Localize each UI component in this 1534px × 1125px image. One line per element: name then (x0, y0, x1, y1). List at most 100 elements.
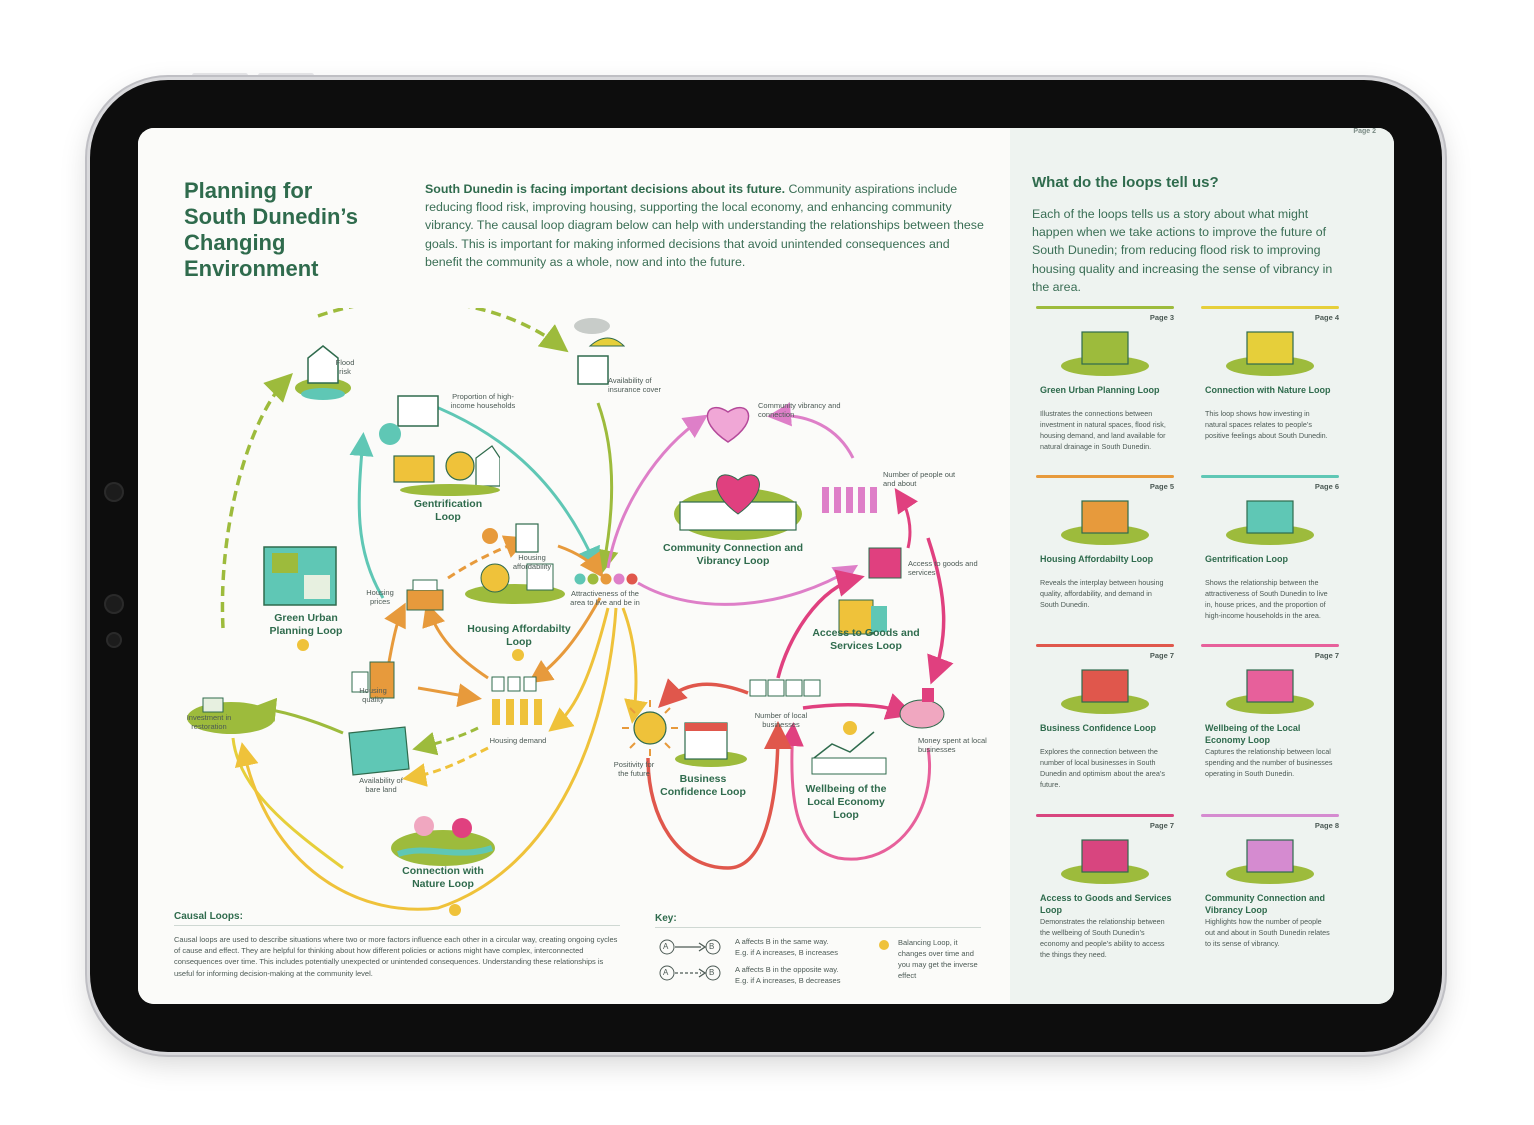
loop-card[interactable]: Page 7 Business Confidence Loop Explores… (1036, 644, 1174, 804)
card-color-bar (1201, 644, 1339, 647)
card-page: Page 7 (1149, 821, 1174, 830)
key-node-a: A (663, 968, 669, 977)
balancing-loop-icon (449, 904, 461, 916)
loop-card[interactable]: Page 6 Gentrification Loop Shows the rel… (1201, 475, 1339, 635)
page-title: Planning for South Dunedin’s Changing En… (184, 178, 404, 282)
card-page: Page 7 (1149, 651, 1174, 660)
key-title: Key: (655, 913, 677, 924)
shopfront-icon (675, 722, 747, 767)
node-access-goods: Access to goods and services (908, 559, 978, 577)
nature-connection-icon (391, 816, 495, 866)
key-opposite-way: A affects B in the opposite way. E.g. if… (735, 964, 865, 986)
card-page: Page 7 (1314, 651, 1339, 660)
card-page: Page 4 (1314, 313, 1339, 322)
coin-equals-house-icon (482, 523, 539, 553)
node-money-spent: Money spent at local businesses (918, 736, 987, 754)
card-page: Page 3 (1149, 313, 1174, 322)
card-description: Captures the relationship between local … (1205, 747, 1333, 778)
bare-land-icon (348, 726, 410, 776)
card-illustration-icon (1061, 331, 1149, 376)
card-description: Demonstrates the relationship between th… (1040, 917, 1165, 959)
divider (655, 927, 981, 928)
card-color-bar (1036, 475, 1174, 478)
card-illustration-icon (1226, 669, 1314, 714)
card-title: Wellbeing of the Local Economy Loop (1205, 723, 1301, 745)
card-illustration-icon (1061, 669, 1149, 714)
balls-icon (574, 573, 638, 585)
card-title: Business Confidence Loop (1040, 723, 1157, 733)
divider (174, 925, 620, 926)
causal-loop-diagram: Flood risk Availability of insurance cov… (138, 298, 1010, 918)
loop-wellbeing: Wellbeing of the Local Economy Loop (805, 783, 887, 821)
loop-card[interactable]: Page 7 Access to Goods and Services Loop… (1036, 814, 1174, 974)
grocery-bag-icon (838, 599, 887, 635)
loop-card[interactable]: Page 3 Green Urban Planning Loop Illustr… (1036, 306, 1174, 466)
card-color-bar (1036, 814, 1174, 817)
balancing-loop-icon (297, 639, 309, 651)
card-description: Reveals the interplay between housing qu… (1040, 578, 1164, 609)
loop-card[interactable]: Page 7 Wellbeing of the Local Economy Lo… (1201, 644, 1339, 804)
card-title: Connection with Nature Loop (1205, 385, 1331, 395)
card-description: This loop shows how investing in natural… (1205, 409, 1328, 440)
house-on-island-icon (295, 345, 351, 400)
community-heart-icon (674, 474, 802, 540)
card-color-bar (1201, 475, 1339, 478)
card-page: Page 6 (1314, 482, 1339, 491)
balancing-loop-icon (512, 649, 524, 661)
key-node-a: A (663, 942, 669, 951)
loop-card[interactable]: Page 8 Community Connection and Vibrancy… (1201, 814, 1339, 974)
card-illustration-icon (1061, 500, 1149, 545)
local-businesses-icon (749, 679, 821, 697)
right-page-intro: Each of the loops tells us a story about… (1032, 207, 1333, 294)
loop-card[interactable]: Page 4 Connection with Nature Loop This … (1201, 306, 1339, 466)
right-page-title: What do the loops tell us? (1032, 174, 1219, 191)
sensor-icon (106, 632, 122, 648)
house-price-icon (406, 579, 444, 611)
node-local-businesses: Number of local businesses (754, 711, 808, 729)
shopping-bags-icon (868, 547, 902, 579)
loop-access-goods: Access to Goods and Services Loop (812, 627, 920, 652)
card-illustration-icon (1226, 500, 1314, 545)
key-same-way-text: A affects B in the same way. (735, 937, 829, 946)
loop-nature: Connection with Nature Loop (402, 865, 484, 890)
intro-text: Community aspirations include reducing f… (425, 182, 984, 269)
key-opposite-text: A affects B in the opposite way. (735, 965, 839, 974)
umbrella-house-icon (574, 318, 625, 385)
card-description: Explores the connection between the numb… (1040, 747, 1165, 789)
node-investment: Investment in restoration (186, 713, 232, 731)
card-illustration-icon (1061, 839, 1149, 884)
restoration-investment-icon (187, 697, 275, 734)
node-housing-prices: Housing prices (366, 588, 394, 606)
intro-paragraph: South Dunedin is facing important decisi… (425, 180, 985, 271)
loop-community-connection: Community Connection and Vibrancy Loop (663, 542, 803, 567)
card-color-bar (1201, 306, 1339, 309)
key-same-way-example: E.g. if A increases, B increases (735, 948, 838, 957)
key-node-b: B (709, 942, 715, 951)
card-page: Page 8 (1314, 821, 1339, 830)
card-illustration-icon (1226, 331, 1314, 376)
node-housing-demand: Housing demand (489, 736, 547, 745)
loop-housing-affordability: Housing Affordabilty Loop (467, 623, 571, 648)
house-with-bike-icon (379, 395, 439, 445)
map-icon (263, 546, 337, 606)
sensor-icon (104, 594, 124, 614)
node-community-vibrancy: Community vibrancy and connection (758, 401, 841, 419)
economy-wellbeing-icon (811, 721, 887, 775)
left-page: Planning for South Dunedin’s Changing En… (138, 128, 1010, 1004)
loop-card[interactable]: Page 5 Housing Affordabilty Loop Reveals… (1036, 475, 1174, 635)
balancing-loop-icon (879, 940, 889, 950)
causal-loops-title: Causal Loops: (174, 911, 243, 922)
node-flood-risk: Flood risk (335, 358, 355, 376)
page-number: Page 2 (1353, 128, 1376, 135)
key-node-b: B (709, 968, 715, 977)
title-line: South Dunedin’s (184, 204, 358, 229)
card-description: Shows the relationship between the attra… (1205, 578, 1328, 620)
card-description: Highlights how the number of people out … (1205, 917, 1330, 948)
top-button-right (258, 73, 314, 78)
card-title: Gentrification Loop (1205, 554, 1288, 564)
card-page: Page 5 (1149, 482, 1174, 491)
card-description: Illustrates the connections between inve… (1040, 409, 1166, 451)
top-button-left (192, 73, 248, 78)
camera-icon (104, 482, 124, 502)
